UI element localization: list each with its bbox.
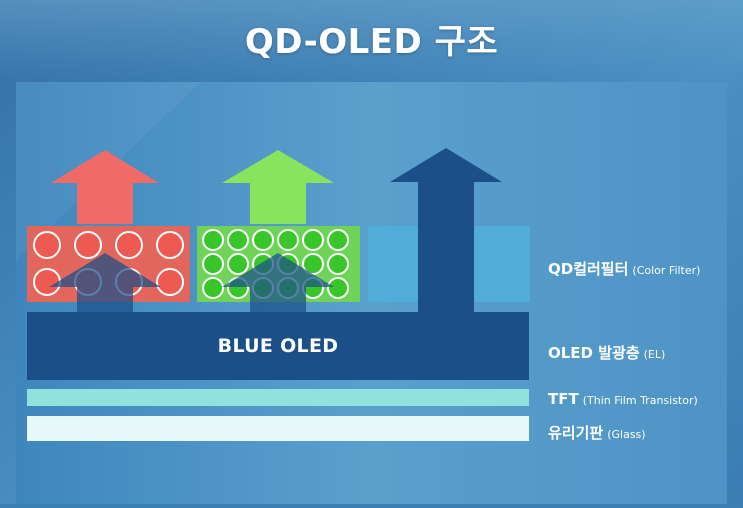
red-light-arrow: [51, 150, 159, 224]
green-quantum-dot: [227, 229, 249, 251]
blue-light-arrow: [390, 148, 502, 312]
red-quantum-dot: [33, 231, 61, 259]
top-glow: [0, 0, 743, 80]
legend-el-main: OLED 발광층: [548, 344, 640, 362]
red-quantum-dot: [33, 268, 61, 296]
green-quantum-dot: [327, 277, 349, 299]
green-quantum-dot: [202, 253, 224, 275]
blue-arrow-into-red-filter: [49, 253, 161, 312]
green-quantum-dot: [202, 229, 224, 251]
green-quantum-dot: [227, 253, 249, 275]
legend-color-filter: QD컬러필터(Color Filter): [548, 258, 700, 279]
legend-glass-sub: (Glass): [607, 428, 646, 441]
blue-oled-label: BLUE OLED: [217, 335, 339, 357]
blue-oled-layer: [27, 312, 529, 380]
blue-arrow-into-green-filter: [222, 253, 334, 312]
red-quantum-dot: [115, 231, 143, 259]
diagram-title: QD-OLED 구조: [244, 22, 499, 62]
legend-el: OLED 발광층(EL): [548, 342, 665, 363]
green-quantum-dot: [302, 229, 324, 251]
red-quantum-dot: [74, 231, 102, 259]
legend-glass: 유리기판(Glass): [548, 422, 646, 443]
legend-tft-main: TFT: [548, 390, 579, 408]
legend-tft-sub: (Thin Film Transistor): [582, 394, 698, 407]
glass-layer: [27, 416, 529, 441]
green-quantum-dot: [277, 229, 299, 251]
green-quantum-dot: [327, 253, 349, 275]
green-light-arrow: [222, 150, 334, 224]
legend-color-filter-sub: (Color Filter): [632, 264, 701, 277]
legend-glass-main: 유리기판: [548, 424, 604, 442]
legend-tft: TFT(Thin Film Transistor): [548, 389, 698, 408]
red-quantum-dot: [156, 231, 184, 259]
tft-layer: [27, 389, 529, 406]
green-quantum-dot: [252, 229, 274, 251]
legend-color-filter-main: QD컬러필터: [548, 260, 629, 278]
green-quantum-dot: [302, 253, 324, 275]
red-quantum-dot: [156, 268, 184, 296]
green-quantum-dot: [202, 277, 224, 299]
legend-el-sub: (EL): [643, 348, 666, 361]
green-quantum-dot: [327, 229, 349, 251]
